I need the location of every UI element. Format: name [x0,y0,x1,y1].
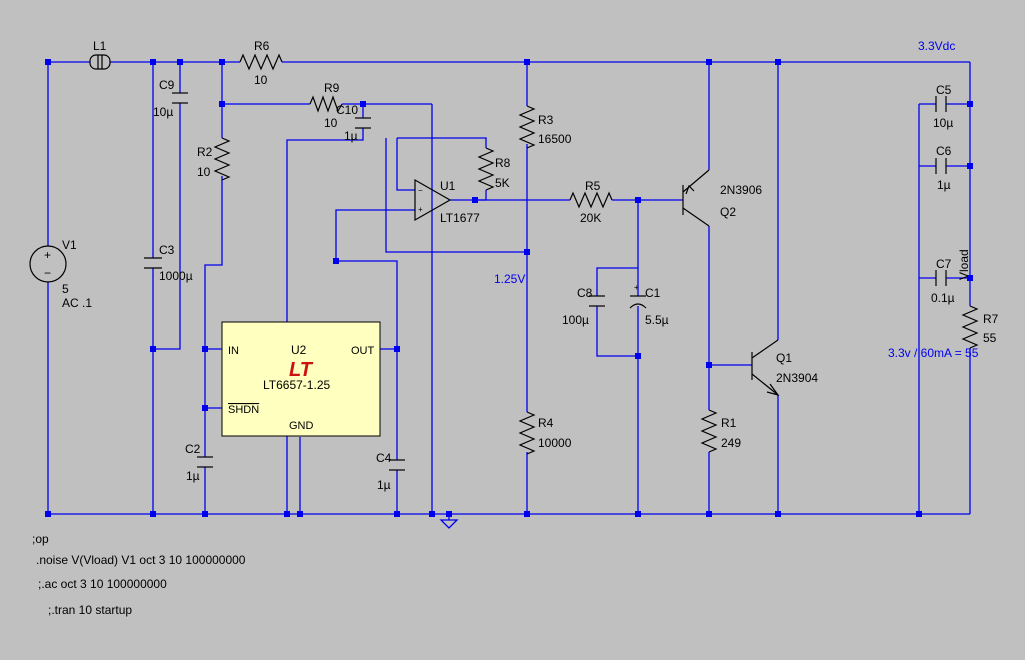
resistor-r5[interactable]: R5 20K [569,179,613,225]
voltage-source-v1[interactable]: + − V1 5 AC .1 [29,238,92,310]
resistor-r6[interactable]: R6 10 [239,39,283,87]
directive-op[interactable]: ;op [32,532,49,546]
directive-tran[interactable]: ;.tran 10 startup [48,603,132,617]
r9-ref: R9 [324,81,340,95]
c1-ref: C1 [645,286,661,300]
resistor-r8[interactable]: R8 5K [477,147,511,191]
ground-icon [439,514,459,529]
opamp-u1[interactable]: − + U1 LT1677 [414,178,480,225]
capacitor-c8[interactable]: C8 100µ [562,286,605,327]
u2-pin-shdn: SHDN [228,404,259,416]
c2-ref: C2 [185,442,201,456]
net-label-1v25: 1.25V [494,272,525,286]
q1-part: 2N3904 [776,371,818,385]
resistor-r7[interactable]: R7 55 [961,305,999,349]
q2-part: 2N3906 [720,183,762,197]
r5-ref: R5 [585,179,601,193]
u1-minus-icon: − [418,186,423,195]
c5-ref: C5 [936,83,952,97]
r7-ref: R7 [983,312,999,326]
vload-net-label: Vload [957,249,971,280]
u1-part: LT1677 [440,211,480,225]
capacitor-c6[interactable]: C6 1µ [935,144,952,192]
r2-ref: R2 [197,145,213,159]
capacitor-c1[interactable]: + C1 5.5µ [629,283,669,327]
capacitor-c5[interactable]: C5 10µ [933,83,953,130]
net-label-3v3: 3.3Vdc [918,39,955,53]
capacitor-c2[interactable]: C2 1µ [185,442,213,483]
r9-value: 10 [324,116,338,130]
directive-noise[interactable]: .noise V(Vload) V1 oct 3 10 100000000 [36,553,246,567]
u2-pin-in: IN [228,345,239,357]
c3-value: 1000µ [159,269,193,283]
load-comment: 3.3v / 60mA = 55 [888,346,979,360]
wires [47,61,971,515]
u1-plus-icon: + [418,205,423,214]
transistor-q2[interactable]: 2N3906 Q2 [682,169,762,227]
r4-value: 10000 [538,436,572,450]
spice-directives: ;op .noise V(Vload) V1 oct 3 10 10000000… [32,532,246,617]
capacitor-c3[interactable]: C3 1000µ [144,243,193,283]
linear-tech-logo-icon: LT [289,359,314,381]
inductor-l1[interactable]: L1 [89,39,111,70]
q2-ref: Q2 [720,205,736,219]
c10-ref: C10 [336,103,358,117]
u2-pin-gnd: GND [289,420,314,432]
v1-ac: AC .1 [62,296,92,310]
v1-minus-icon: − [44,266,51,280]
directive-ac[interactable]: ;.ac oct 3 10 100000000 [38,577,167,591]
u2-part: LT6657-1.25 [263,378,330,392]
r2-value: 10 [197,165,211,179]
c6-ref: C6 [936,144,952,158]
l1-ref: L1 [93,39,107,53]
r8-value: 5K [495,176,510,190]
c9-value: 10µ [153,105,173,119]
capacitor-c7[interactable]: C7 0.1µ [931,257,955,305]
capacitor-c4[interactable]: C4 1µ [376,451,405,492]
c9-ref: C9 [159,78,175,92]
capacitor-c9[interactable]: C9 10µ [153,78,188,119]
c4-value: 1µ [377,478,391,492]
r5-value: 20K [580,211,601,225]
c10-value: 1µ [344,129,358,143]
c4-ref: C4 [376,451,392,465]
resistor-r4[interactable]: R4 10000 [518,411,572,455]
r3-ref: R3 [538,113,554,127]
r8-ref: R8 [495,156,511,170]
r7-value: 55 [983,331,997,345]
c6-value: 1µ [937,178,951,192]
junctions [45,59,973,517]
r3-value: 16500 [538,132,572,146]
c1-value: 5.5µ [645,313,669,327]
r4-ref: R4 [538,416,554,430]
resistor-r3[interactable]: R3 16500 [518,105,572,149]
r6-value: 10 [254,73,268,87]
c7-value: 0.1µ [931,291,955,305]
u1-ref: U1 [440,179,456,193]
q1-ref: Q1 [776,351,792,365]
resistor-r2[interactable]: R2 10 [197,137,231,181]
resistor-r1[interactable]: R1 249 [700,409,741,453]
c7-ref: C7 [936,257,952,271]
resistor-r9[interactable]: R9 10 [309,81,343,130]
v1-value: 5 [62,282,69,296]
v1-ref: V1 [62,238,77,252]
r1-ref: R1 [721,416,737,430]
c3-ref: C3 [159,243,175,257]
u2-pin-out: OUT [351,345,375,357]
c8-ref: C8 [577,286,593,300]
transistor-q1[interactable]: Q1 2N3904 [751,339,818,397]
c1-plus-icon: + [634,283,639,292]
r6-ref: R6 [254,39,270,53]
c5-value: 10µ [933,116,953,130]
r1-value: 249 [721,436,741,450]
capacitor-c10[interactable]: C10 1µ [336,103,371,143]
v1-plus-icon: + [44,248,51,262]
c2-value: 1µ [186,469,200,483]
u2-ref: U2 [291,343,307,357]
c8-value: 100µ [562,313,589,327]
ic-u2[interactable]: IN OUT SHDN GND U2 LT LT6657-1.25 [221,321,381,437]
